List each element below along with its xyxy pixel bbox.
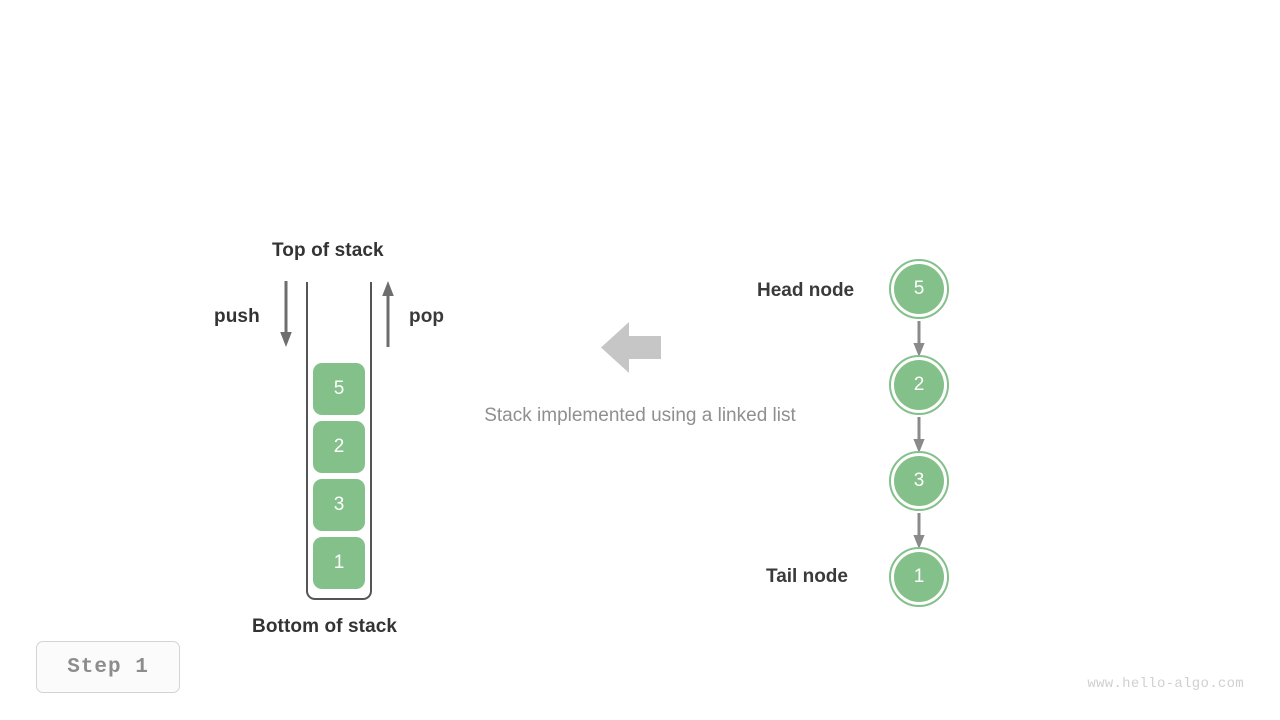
stack-cell-list: 5 2 3 1 — [313, 363, 365, 589]
list-link-arrow-down-icon — [913, 513, 925, 549]
stack-cell: 2 — [313, 421, 365, 473]
list-node: 5 — [889, 259, 949, 319]
arrow-left-icon — [601, 322, 661, 373]
list-node: 3 — [889, 451, 949, 511]
head-node-label: Head node — [757, 280, 855, 301]
pop-arrow-up-icon — [382, 281, 394, 347]
tail-node-label: Tail node — [766, 566, 848, 587]
stack-cell: 1 — [313, 537, 365, 589]
stack-top-label: Top of stack — [272, 240, 384, 261]
list-link-arrow-down-icon — [913, 321, 925, 357]
stack-bottom-label: Bottom of stack — [252, 616, 398, 637]
stack-container — [306, 282, 372, 600]
stack-cell: 5 — [313, 363, 365, 415]
stack-cell: 3 — [313, 479, 365, 531]
push-label: push — [214, 306, 260, 327]
watermark: www.hello-algo.com — [1087, 676, 1244, 692]
list-node-value: 1 — [894, 552, 944, 602]
list-node: 1 — [889, 547, 949, 607]
list-node-value: 5 — [894, 264, 944, 314]
list-node-value: 2 — [894, 360, 944, 410]
list-node-value: 3 — [894, 456, 944, 506]
pop-label: pop — [409, 306, 445, 327]
step-badge: Step 1 — [36, 641, 180, 693]
push-arrow-down-icon — [280, 281, 292, 347]
list-node: 2 — [889, 355, 949, 415]
diagram-caption: Stack implemented using a linked list — [484, 405, 796, 426]
list-link-arrow-down-icon — [913, 417, 925, 453]
